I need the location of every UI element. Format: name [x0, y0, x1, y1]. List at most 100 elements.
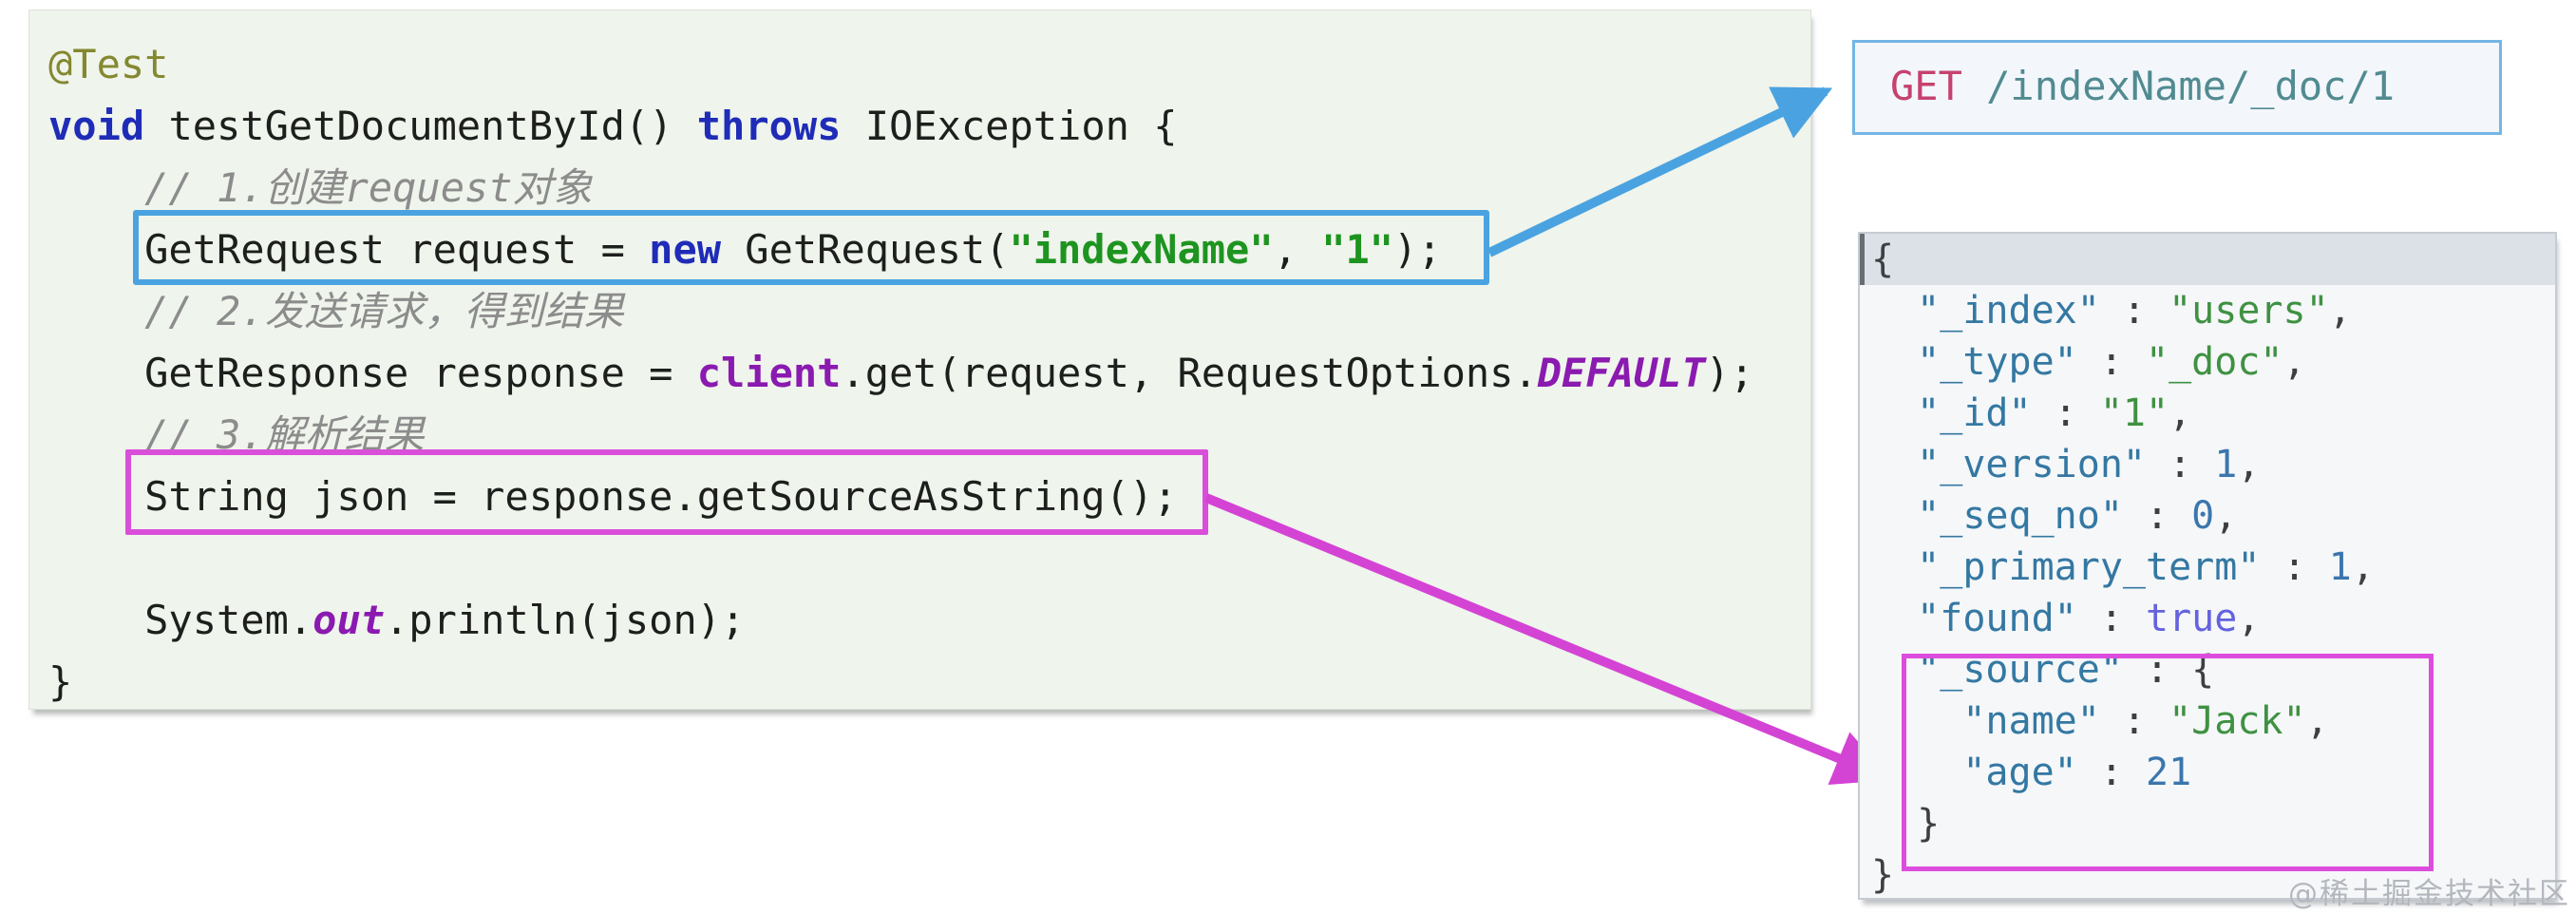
token: System. — [48, 597, 313, 643]
token: void — [48, 103, 145, 149]
get-request-highlight-box — [133, 210, 1489, 285]
code-line: GetRequest request = new GetRequest("ind… — [48, 219, 1810, 280]
token: , — [1273, 226, 1322, 273]
code-line: } — [1860, 849, 2555, 901]
token: @Test — [48, 41, 169, 87]
code-line: { — [1860, 234, 2555, 285]
source-object-highlight-box — [1902, 654, 2434, 871]
token: , — [2214, 494, 2238, 538]
token: GET — [1890, 63, 1962, 109]
token: : — [2076, 340, 2146, 384]
code-line: System.out.println(json); — [48, 589, 1810, 651]
code-line: "_seq_no" : 0, — [1860, 490, 2555, 542]
token: "indexName" — [1009, 226, 1274, 273]
token: } — [48, 658, 73, 705]
token: IOException { — [841, 103, 1178, 149]
token: throws — [696, 103, 842, 149]
token — [1871, 289, 1917, 333]
code-line: } — [1860, 798, 2555, 849]
code-line: @Test — [48, 33, 1810, 95]
code-line: } — [48, 651, 1810, 713]
token: "name" — [1962, 699, 2100, 743]
token: client — [696, 350, 842, 396]
token: "_id" — [1917, 391, 2032, 435]
token: new — [649, 226, 722, 273]
token: } — [1871, 853, 1895, 897]
java-code-lines: @Test void testGetDocumentById() throws I… — [29, 10, 1810, 713]
token: "1" — [2099, 391, 2169, 435]
token: .get(request, RequestOptions. — [841, 350, 1538, 396]
code-line: "age" : 21 — [1860, 747, 2555, 798]
token: "Jack" — [2169, 699, 2306, 743]
token: "1" — [1321, 226, 1394, 273]
parse-result-highlight-box — [125, 449, 1208, 535]
token: out — [313, 597, 386, 643]
watermark: @稀土掘金技术社区 — [2288, 877, 2570, 911]
token: , — [2351, 545, 2375, 589]
token: 0 — [2191, 494, 2215, 538]
token — [1871, 443, 1917, 486]
code-line: // 2.发送请求，得到结果 — [48, 280, 1810, 342]
code-line: "_primary_term" : 1, — [1860, 542, 2555, 593]
rest-request-line: GET /indexName/_doc/1 — [1855, 43, 2499, 130]
token — [1871, 391, 1917, 435]
token: : — [2031, 391, 2100, 435]
token: "_index" — [1917, 289, 2100, 333]
token: "_version" — [1917, 443, 2146, 486]
code-line: GetResponse response = client.get(reques… — [48, 342, 1810, 404]
code-line: "_version" : 1, — [1860, 439, 2555, 490]
token: "_doc" — [2146, 340, 2283, 384]
token: : — [2099, 289, 2169, 333]
token: testGetDocumentById() — [144, 103, 697, 149]
token: // 1.创建request对象 — [48, 164, 593, 211]
token: 1 — [2328, 545, 2352, 589]
token: : — [2099, 699, 2169, 743]
token: , — [2328, 289, 2352, 333]
token: : — [2076, 597, 2146, 640]
token: GetResponse response = — [48, 350, 697, 396]
code-line: "_id" : "1", — [1860, 388, 2555, 439]
rest-request-box: GET /indexName/_doc/1 — [1852, 40, 2502, 135]
code-line: // 1.创建request对象 — [48, 157, 1810, 219]
token: : — [2122, 494, 2192, 538]
token — [1871, 340, 1917, 384]
token — [1871, 597, 1917, 640]
token: String json = response.getSourceAsString… — [48, 473, 1178, 520]
token: "users" — [2169, 289, 2329, 333]
code-line: "found" : true, — [1860, 593, 2555, 644]
token: GetRequest request = — [48, 226, 650, 273]
code-line: "_index" : "users", — [1860, 285, 2555, 336]
token: "_seq_no" — [1917, 494, 2123, 538]
code-line: void testGetDocumentById() throws IOExce… — [48, 95, 1810, 157]
token: DEFAULT — [1537, 350, 1706, 396]
token: "found" — [1917, 597, 2077, 640]
token — [1871, 494, 1917, 538]
token: , — [2237, 597, 2261, 640]
token: "_type" — [1917, 340, 2077, 384]
token: GetRequest( — [721, 226, 1010, 273]
token — [1871, 545, 1917, 589]
token: .println(json); — [385, 597, 746, 643]
token: ); — [1705, 350, 1754, 396]
token — [48, 535, 72, 581]
token: 1 — [2214, 443, 2238, 486]
token: "age" — [1962, 751, 2077, 794]
code-line: String json = response.getSourceAsString… — [48, 466, 1810, 527]
token: true — [2146, 597, 2238, 640]
token: } — [1871, 802, 1941, 846]
java-code-panel: @Test void testGetDocumentById() throws I… — [28, 10, 1811, 710]
token: , — [2282, 340, 2306, 384]
code-line: "_type" : "_doc", — [1860, 336, 2555, 388]
code-line — [48, 527, 1810, 589]
token: : — [2076, 751, 2146, 794]
token: 21 — [2146, 751, 2192, 794]
token: { — [1871, 238, 1895, 281]
token: ); — [1393, 226, 1442, 273]
token: , — [2169, 391, 2192, 435]
token: , — [2237, 443, 2261, 486]
code-line: "name" : "Jack", — [1860, 695, 2555, 747]
token: // 2.发送请求，得到结果 — [48, 288, 624, 334]
token: "_primary_term" — [1917, 545, 2261, 589]
token: : — [2146, 443, 2215, 486]
